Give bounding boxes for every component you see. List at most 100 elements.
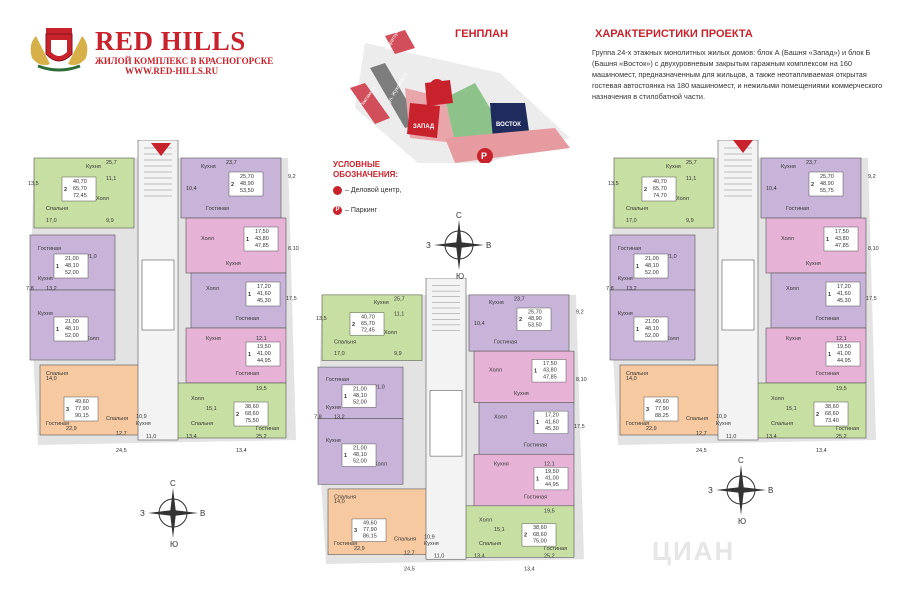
living-area: 48,10	[65, 263, 79, 269]
dimension-label: 10,4	[186, 186, 197, 192]
compass-letter: Ю	[738, 517, 746, 525]
brand-url[interactable]: WWW.RED-HILLS.RU	[125, 66, 219, 76]
room-label: Спальня	[191, 421, 213, 427]
apartment-area: 45,30	[257, 298, 271, 304]
apartment-area: 53,50	[528, 323, 542, 329]
total-area: 38,60	[245, 404, 259, 410]
apartment-area: 44,95	[545, 482, 559, 488]
room-label: Кухня	[136, 421, 151, 427]
dimension-label: 7,8	[26, 286, 34, 292]
total-area: 25,70	[528, 310, 542, 316]
dimension-label: 9,2	[868, 174, 876, 180]
compass-letter: С	[456, 211, 462, 220]
total-area: 19,50	[837, 344, 851, 350]
room-label: Кухня	[806, 261, 821, 267]
dimension-label: 9,9	[686, 218, 694, 224]
living-area: 48,90	[240, 181, 254, 187]
living-area: 77,90	[363, 527, 377, 533]
room-count: 1	[56, 327, 59, 333]
room-label: Кухня	[374, 300, 389, 306]
dimension-label: 22,9	[646, 426, 657, 432]
room-count: 1	[246, 237, 249, 243]
room-count: 2	[519, 317, 522, 323]
total-area: 17,20	[545, 413, 559, 419]
room-label: Кухня	[781, 164, 796, 170]
total-area: 21,00	[645, 256, 659, 262]
room-label: Гостиная	[206, 206, 229, 212]
living-area: 41,00	[837, 351, 851, 357]
apartment-badge	[341, 384, 377, 408]
total-area: 25,70	[820, 174, 834, 180]
total-area: 40,70	[361, 314, 375, 320]
room-label: Холл	[96, 196, 109, 202]
room-label: Холл	[374, 462, 387, 468]
dimension-label: 14,0	[334, 499, 345, 505]
entrance-arrow-left	[151, 143, 171, 156]
apartment-badge	[813, 401, 849, 427]
room-count: 2	[524, 533, 527, 539]
compass-needle	[434, 242, 484, 248]
apartment-badge	[643, 396, 679, 422]
apartment-area: 47,85	[835, 243, 849, 249]
apartment-area: 52,00	[645, 270, 659, 276]
apartment-badge	[245, 341, 281, 367]
dimension-label: 7,8	[606, 286, 614, 292]
room-label: Спальня	[771, 421, 793, 427]
room-label: Спальня	[626, 371, 648, 377]
dimension-label: 17,5	[286, 296, 297, 302]
room-count: 3	[66, 407, 69, 413]
living-area: 41,60	[257, 291, 271, 297]
apartment-badge	[641, 176, 677, 202]
dimension-label: 13,2	[46, 286, 57, 292]
room-label: Кухня	[489, 300, 504, 306]
room-label: Гостиная	[236, 316, 259, 322]
apartment-badge	[63, 396, 99, 422]
dimension-label: 17,5	[574, 424, 585, 430]
logo-emblem	[26, 22, 92, 76]
apartment-badge	[245, 281, 281, 307]
dimension-label: 17,0	[334, 351, 345, 357]
room-label: Холл	[781, 236, 794, 242]
compass-letter: В	[486, 241, 491, 250]
elevator-shaft	[721, 259, 755, 331]
room-label: Гостиная	[816, 316, 839, 322]
compass-letter: В	[768, 486, 773, 495]
apartment-badge	[533, 410, 569, 434]
legend-label: – Паркинг	[345, 207, 378, 214]
apartment-badge	[633, 253, 669, 279]
dimension-label: 11,1	[106, 176, 116, 182]
dimension-label: 12,1	[256, 336, 267, 342]
apartment-badge	[53, 253, 89, 279]
elevator-shaft	[429, 390, 463, 457]
apartment-area: 45,30	[837, 298, 851, 304]
room-label: Холл	[206, 286, 219, 292]
room-count: 2	[64, 187, 67, 193]
dimension-label: 21,0	[86, 254, 97, 260]
dimension-label: 17,0	[46, 218, 57, 224]
dimension-label: 13,2	[626, 286, 637, 292]
total-area: 38,60	[825, 404, 839, 410]
living-area: 43,80	[543, 368, 557, 374]
dimension-label: 11,1	[394, 312, 404, 318]
room-label: Кухня	[201, 164, 216, 170]
room-label: Кухня	[326, 405, 341, 411]
living-area: 68,60	[533, 532, 547, 538]
room-label: Гостиная	[334, 541, 357, 547]
apartment-badge	[516, 307, 552, 331]
parking-icon: P	[333, 206, 342, 215]
room-count: 2	[816, 412, 819, 418]
room-label: Холл	[86, 336, 99, 342]
apartment-badge	[53, 316, 89, 342]
characteristics-title: ХАРАКТЕРИСТИКИ ПРОЕКТА	[595, 28, 753, 40]
room-label: Кухня	[716, 421, 731, 427]
dimension-label: 13,2	[334, 415, 345, 421]
room-label: Кухня	[786, 336, 801, 342]
room-count: 1	[636, 327, 639, 333]
apartment-area: 45,30	[545, 426, 559, 432]
apartment-area: 72,45	[361, 328, 375, 334]
room-count: 1	[344, 394, 347, 400]
legend-label: – Деловой центр,	[345, 187, 402, 194]
apartment-badge	[633, 316, 669, 342]
